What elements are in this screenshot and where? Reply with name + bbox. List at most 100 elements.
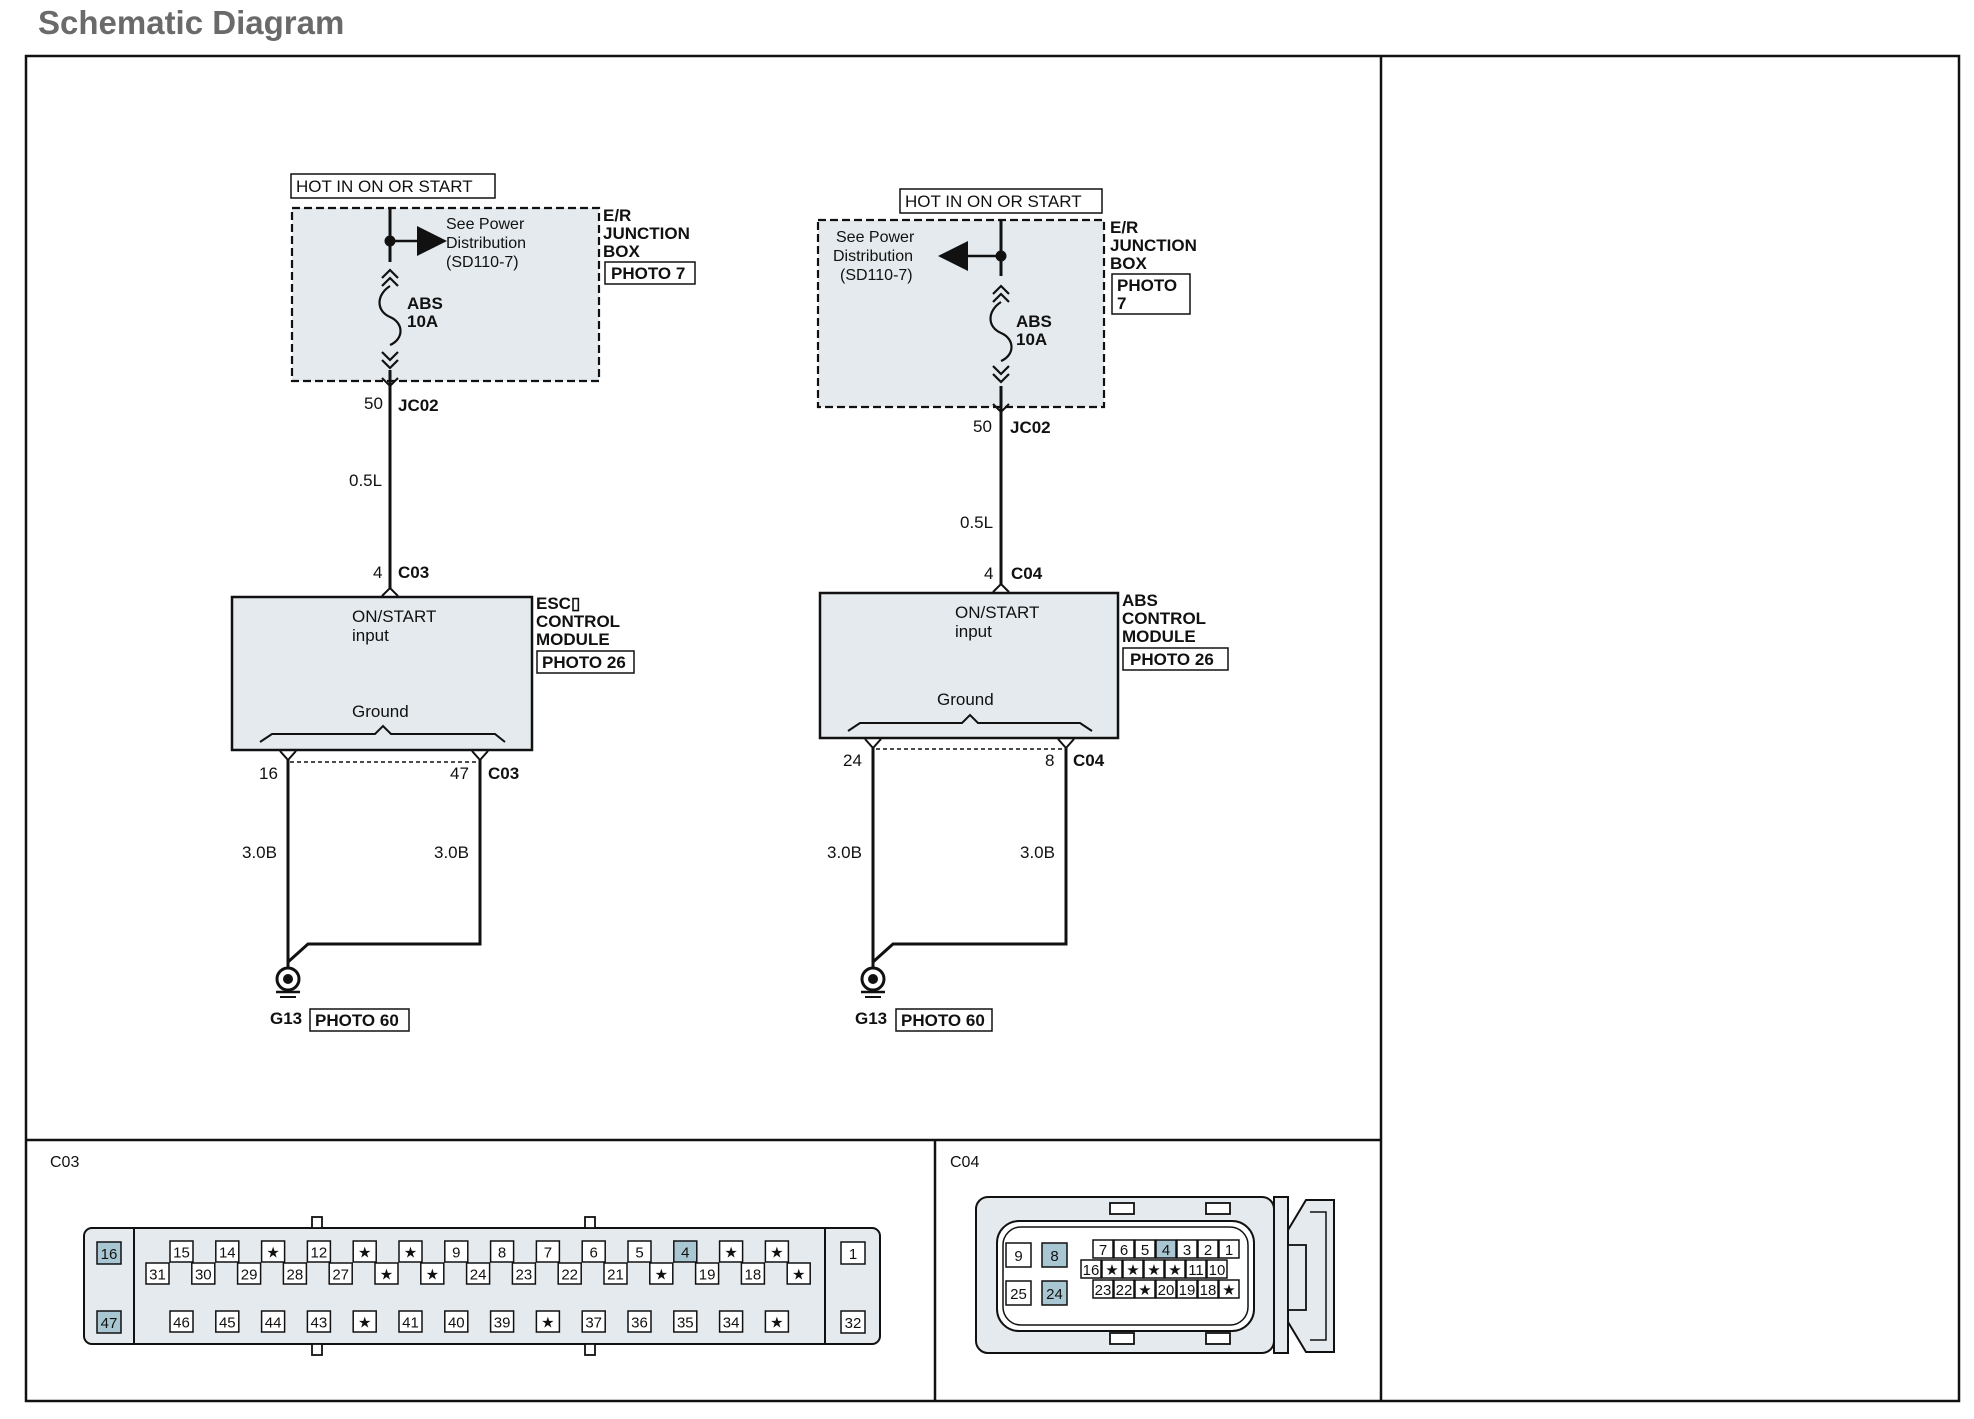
connector-pin-label: 37 <box>585 1315 602 1332</box>
connector-pin-label: 20 <box>1158 1282 1175 1299</box>
connector-pin: ★ <box>260 1240 286 1263</box>
connector-pin-label: 35 <box>677 1315 694 1332</box>
wire-spec-b: 3.0B <box>434 843 469 862</box>
ground-label: Ground <box>352 702 409 721</box>
ground-label: Ground <box>937 690 994 709</box>
ground-connector: C03 <box>488 764 519 783</box>
connector-pin: 45 <box>215 1310 240 1333</box>
fuse-label: ABS 10A <box>1016 312 1057 349</box>
connector-pin-label: 12 <box>311 1245 328 1262</box>
connector-pin: 5 <box>627 1240 652 1263</box>
connector-pin: 18 <box>1197 1279 1219 1299</box>
junction-box-name: E/R JUNCTION BOX <box>603 206 695 261</box>
connector-pin: 16 <box>1080 1259 1102 1279</box>
connector-pin: 9 <box>444 1240 469 1263</box>
wire-spec-a: 3.0B <box>827 843 862 862</box>
connector-pin: 23 <box>1092 1279 1114 1299</box>
connector-pin-label: ★ <box>1105 1262 1118 1279</box>
connector-pin: ★ <box>352 1310 377 1333</box>
junction-photo: PHOTO 7 <box>1117 276 1182 313</box>
connector-pin: 1 <box>840 1241 866 1265</box>
connector-pin: 15 <box>169 1240 194 1263</box>
connector-pin-label: 19 <box>1179 1282 1196 1299</box>
connector-pin: 6 <box>1113 1239 1135 1259</box>
connector-pin-label: ★ <box>1147 1262 1160 1279</box>
connector-pin: 22 <box>1113 1279 1135 1299</box>
connector-pin-label: 4 <box>1162 1242 1170 1259</box>
module-name: ABS CONTROL MODULE <box>1122 591 1210 646</box>
connector-pin-label: 3 <box>1183 1242 1191 1259</box>
connector-pin-label: ★ <box>266 1245 279 1262</box>
connector-pin-label: ★ <box>1222 1282 1235 1299</box>
connector-pin-label: 6 <box>1120 1242 1128 1259</box>
jc-pin: 50 <box>973 417 992 436</box>
connector-pin-label: 46 <box>173 1315 190 1332</box>
ground-name: G13 <box>270 1009 302 1028</box>
connector-pin: 21 <box>603 1262 628 1285</box>
connector-pin: 4 <box>673 1240 698 1263</box>
connector-pin-label: 23 <box>1095 1282 1112 1299</box>
connector-pin-label: 27 <box>332 1267 349 1284</box>
connector-pin-label: 5 <box>1141 1242 1149 1259</box>
connector-pin-label: 4 <box>681 1245 689 1262</box>
connector-pin-label: 19 <box>699 1267 716 1284</box>
connector-pin-label: 44 <box>265 1315 282 1332</box>
module-terminal <box>381 586 399 597</box>
connector-pin: ★ <box>1101 1259 1123 1279</box>
ground-pin-b: 8 <box>1045 751 1054 770</box>
wire-spec-top: 0.5L <box>349 471 382 490</box>
connector-pin: 19 <box>694 1262 720 1285</box>
connector-pin-label: 39 <box>494 1315 511 1332</box>
connector-pin: 34 <box>718 1310 744 1333</box>
connector-pin-label: ★ <box>792 1267 805 1284</box>
jc-name: JC02 <box>1010 418 1051 437</box>
connector-pin-label: ★ <box>404 1245 417 1262</box>
module-photo-box <box>1122 647 1229 671</box>
c03-title: C03 <box>50 1154 79 1171</box>
connector-pin: ★ <box>535 1310 561 1333</box>
connector-pin-label: 25 <box>1010 1286 1027 1303</box>
connector-pin-label: ★ <box>770 1245 783 1262</box>
connector-pin-label: 18 <box>745 1267 762 1284</box>
ground-wire <box>871 748 1068 966</box>
connector-pin: 11 <box>1185 1259 1207 1279</box>
module-photo-box <box>536 650 635 674</box>
connector-pin: ★ <box>764 1310 790 1333</box>
module-terminal <box>992 582 1010 593</box>
connector-pin: 31 <box>145 1262 170 1285</box>
power-ref-label: See Power Distribution (SD110-7) <box>833 229 919 284</box>
connector-pin: 23 <box>511 1262 537 1285</box>
connector-pin-label: ★ <box>358 1315 371 1332</box>
connector-pin-label: ★ <box>724 1245 737 1262</box>
ground-terminal-a <box>864 738 882 750</box>
input-label: ON/START input <box>955 603 1044 641</box>
left-circuit: HOT IN ON OR START E/R JUNCTION BOX PHOT… <box>230 173 696 1032</box>
connector-pin-label: 31 <box>149 1267 166 1284</box>
jc-terminal <box>381 377 399 388</box>
fuse-symbol <box>989 276 1013 386</box>
jc-pin: 50 <box>364 394 383 413</box>
jc-name: JC02 <box>398 396 439 415</box>
connector-pin: 28 <box>282 1262 308 1285</box>
connector-pin-label: 15 <box>173 1245 190 1262</box>
connector-pin-label: ★ <box>380 1267 393 1284</box>
connector-pin: ★ <box>1218 1279 1240 1299</box>
connector-pin-label: 22 <box>561 1267 578 1284</box>
connector-pin: 43 <box>306 1310 332 1333</box>
connector-pin: 1 <box>1218 1239 1240 1259</box>
connector-pin-label: 36 <box>631 1315 648 1332</box>
connector-pin: ★ <box>420 1262 445 1285</box>
junction-photo-box <box>1111 273 1191 315</box>
connector-pin-label: 41 <box>402 1315 419 1332</box>
supply-label-box <box>899 188 1103 214</box>
connector-pin-label: 24 <box>1046 1286 1063 1303</box>
connector-pin: 10 <box>1206 1259 1228 1279</box>
connector-pin-label: ★ <box>541 1315 554 1332</box>
wire-spec-b: 3.0B <box>1020 843 1055 862</box>
module-photo: PHOTO 26 <box>1130 650 1214 669</box>
connector-pin-label: ★ <box>358 1245 371 1262</box>
ground-photo: PHOTO 60 <box>315 1011 399 1030</box>
